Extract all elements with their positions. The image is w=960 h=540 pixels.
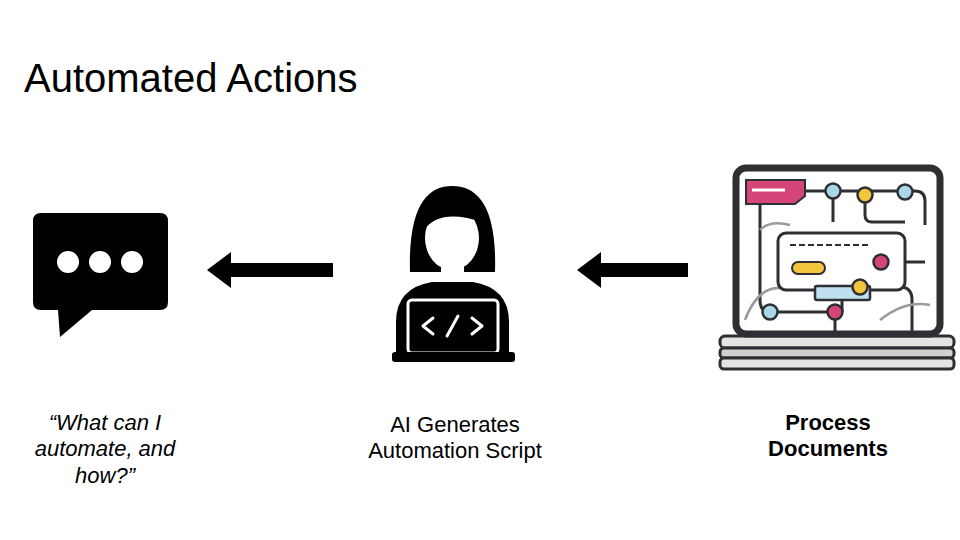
flow-arrow [577, 252, 688, 288]
flow-arrow [207, 252, 333, 288]
laptop-lid [408, 300, 498, 353]
circuit-trace [880, 304, 930, 320]
ellipsis-dot [57, 251, 79, 273]
card-pill [792, 262, 825, 274]
body-shape [396, 282, 509, 355]
circuit-node [826, 184, 841, 199]
laptop-base [392, 352, 515, 362]
code-symbol [447, 316, 458, 336]
node-illustration [15, 205, 195, 445]
code-symbol [472, 318, 482, 334]
circuit-trace [745, 288, 790, 320]
bangs-shape [424, 199, 481, 230]
speech-bubble-shape [33, 213, 168, 337]
circuit-node [763, 305, 778, 320]
circuit-wire [760, 205, 770, 312]
circuit-node [828, 305, 843, 320]
node-illustration [700, 160, 956, 400]
diagram-title: Automated Actions [24, 56, 358, 100]
node-illustration [345, 180, 565, 420]
ellipsis-dot [89, 251, 111, 273]
card-shape [778, 233, 905, 290]
arrow-head [207, 252, 231, 288]
node-caption: Process Documents [753, 410, 903, 463]
tag-line [752, 189, 785, 192]
circuit-trace [760, 223, 790, 230]
ellipsis-dot [121, 251, 143, 273]
documents-node: Process Documents [700, 160, 956, 473]
arrow-head [577, 252, 601, 288]
coder-node: AI Generates Automation Script [345, 180, 565, 475]
card-line [790, 244, 870, 246]
arrow-shaft [599, 263, 688, 277]
laptop-screen [736, 168, 940, 334]
laptop-base [720, 358, 954, 369]
tag-shape [746, 180, 805, 204]
laptop-base [720, 336, 954, 348]
hair-shape [410, 186, 495, 272]
speech-bubble-node: “What can I automate, and how?” [15, 205, 195, 499]
arrow-shaft [229, 263, 333, 277]
circuit-node [874, 255, 889, 270]
circuit-wire [770, 311, 835, 314]
circuit-node [858, 188, 873, 203]
node-caption: “What can I automate, and how?” [19, 410, 191, 489]
circuit-node [853, 280, 868, 295]
node-caption: AI Generates Automation Script [348, 412, 563, 465]
code-symbol [423, 318, 433, 334]
circuit-node [898, 185, 913, 200]
